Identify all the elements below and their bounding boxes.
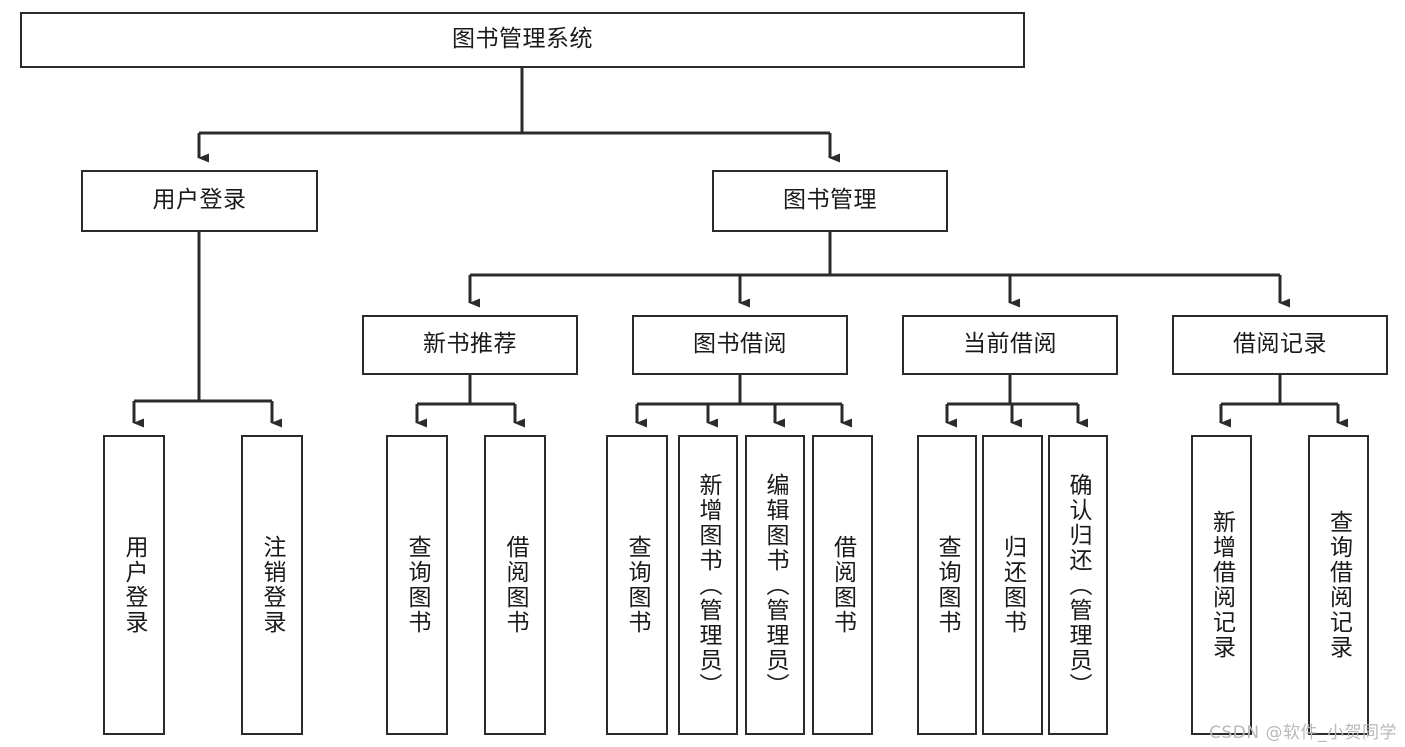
new-book-rec-to-leaves-connectors <box>415 375 525 428</box>
node-root-system[interactable]: 图书管理系统 <box>20 12 1025 68</box>
node-current-borrow-label: 当前借阅 <box>963 331 1057 358</box>
node-leaf-user-login-label: 用户登录 <box>121 535 147 635</box>
book-borrow-to-leaves-connectors <box>635 375 852 428</box>
node-leaf-add-book-admin-label: 新增图书（管理员） <box>695 472 721 698</box>
node-book-manage[interactable]: 图书管理 <box>712 170 948 232</box>
node-leaf-edit-book-admin[interactable]: 编辑图书（管理员） <box>745 435 805 735</box>
node-book-borrow[interactable]: 图书借阅 <box>632 315 848 375</box>
node-leaf-add-book-admin[interactable]: 新增图书（管理员） <box>678 435 738 735</box>
node-borrow-record-label: 借阅记录 <box>1233 331 1327 358</box>
node-leaf-query-book-recommend-label: 查询图书 <box>404 535 430 635</box>
node-current-borrow[interactable]: 当前借阅 <box>902 315 1118 375</box>
watermark-text: CSDN @软件_小贺同学 <box>1209 723 1397 743</box>
node-book-manage-label: 图书管理 <box>783 187 877 214</box>
node-leaf-edit-book-admin-label: 编辑图书（管理员） <box>762 472 788 698</box>
book-manage-to-level3-connectors <box>468 232 1290 308</box>
node-root-label: 图书管理系统 <box>452 26 593 53</box>
current-borrow-to-leaves-connectors <box>945 375 1088 428</box>
node-leaf-return-book-label: 归还图书 <box>999 535 1026 635</box>
node-leaf-add-borrow-record-label: 新增借阅记录 <box>1208 510 1235 660</box>
node-leaf-query-borrow-record-label: 查询借阅记录 <box>1325 510 1352 660</box>
node-user-login-label: 用户登录 <box>152 187 247 214</box>
node-leaf-borrow-book-label: 借阅图书 <box>829 535 856 635</box>
user-login-to-leaves-connectors <box>132 232 282 428</box>
node-borrow-record[interactable]: 借阅记录 <box>1172 315 1388 375</box>
node-leaf-query-book-current-label: 查询图书 <box>934 535 960 635</box>
node-leaf-borrow-book-recommend-label: 借阅图书 <box>502 535 528 635</box>
borrow-record-to-leaves-connectors <box>1219 375 1348 428</box>
node-leaf-add-borrow-record[interactable]: 新增借阅记录 <box>1191 435 1252 735</box>
node-leaf-return-book[interactable]: 归还图书 <box>982 435 1043 735</box>
node-leaf-borrow-book[interactable]: 借阅图书 <box>812 435 873 735</box>
node-new-book-recommend[interactable]: 新书推荐 <box>362 315 578 375</box>
node-leaf-query-book-borrow-label: 查询图书 <box>624 535 650 635</box>
node-user-login[interactable]: 用户登录 <box>81 170 318 232</box>
node-leaf-user-login[interactable]: 用户登录 <box>103 435 165 735</box>
node-new-book-recommend-label: 新书推荐 <box>423 331 517 358</box>
node-leaf-borrow-book-recommend[interactable]: 借阅图书 <box>484 435 546 735</box>
node-leaf-query-book-borrow[interactable]: 查询图书 <box>606 435 668 735</box>
node-book-borrow-label: 图书借阅 <box>693 331 787 358</box>
node-leaf-confirm-return-admin[interactable]: 确认归还（管理员） <box>1048 435 1108 735</box>
node-leaf-confirm-return-admin-label: 确认归还（管理员） <box>1065 472 1091 698</box>
node-leaf-query-book-current[interactable]: 查询图书 <box>917 435 977 735</box>
node-leaf-logout-label: 注销登录 <box>259 535 285 635</box>
node-leaf-query-borrow-record[interactable]: 查询借阅记录 <box>1308 435 1369 735</box>
node-leaf-query-book-recommend[interactable]: 查询图书 <box>386 435 448 735</box>
root-to-level2-connectors <box>197 68 840 163</box>
node-leaf-logout[interactable]: 注销登录 <box>241 435 303 735</box>
